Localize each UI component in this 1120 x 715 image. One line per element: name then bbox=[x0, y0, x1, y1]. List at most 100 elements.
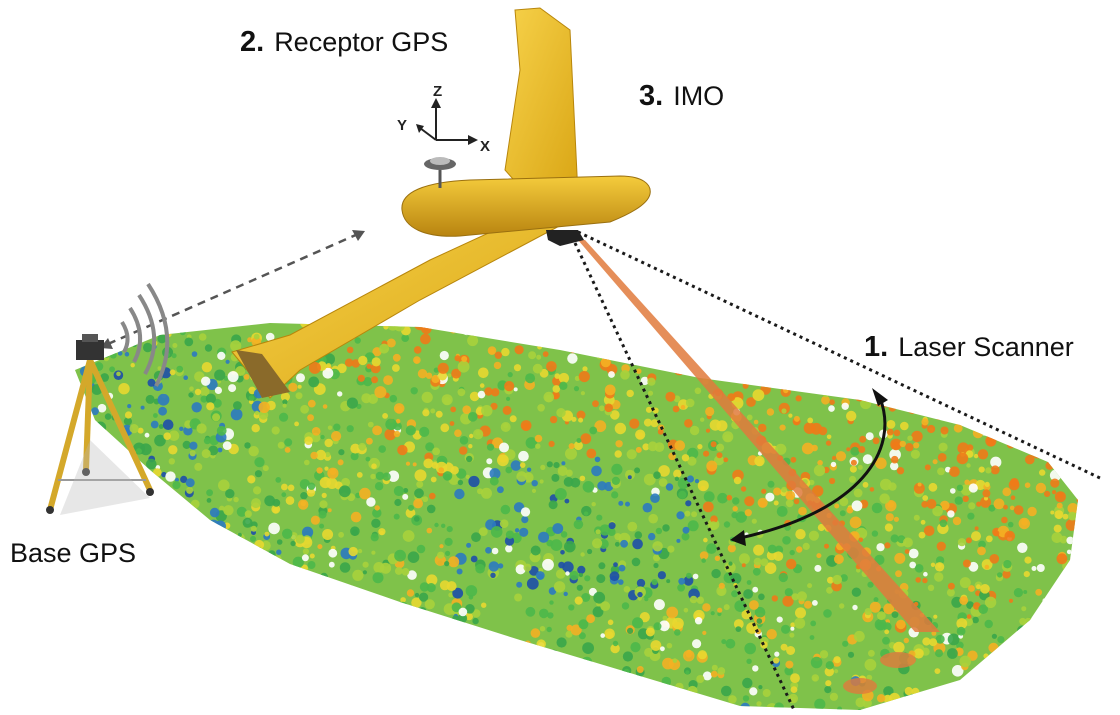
point-cloud-dot bbox=[98, 623, 109, 633]
point-cloud-dot bbox=[89, 570, 100, 581]
point-cloud-dot bbox=[364, 692, 372, 699]
point-cloud-dot bbox=[552, 385, 561, 393]
point-cloud-dot bbox=[576, 584, 583, 591]
point-cloud-dot bbox=[196, 423, 207, 434]
point-cloud-dot bbox=[680, 323, 686, 328]
point-cloud-dot bbox=[766, 408, 775, 416]
point-cloud-dot bbox=[1054, 601, 1062, 609]
point-cloud-dot bbox=[1049, 414, 1058, 423]
point-cloud-dot bbox=[526, 467, 532, 472]
point-cloud-dot bbox=[1027, 506, 1037, 517]
point-cloud-dot bbox=[401, 334, 410, 342]
point-cloud-dot bbox=[590, 705, 602, 710]
point-cloud-dot bbox=[519, 527, 529, 537]
point-cloud-dot bbox=[1052, 375, 1062, 385]
point-cloud-dot bbox=[282, 528, 293, 539]
point-cloud-dot bbox=[1008, 598, 1014, 603]
point-cloud-dot bbox=[678, 490, 687, 499]
point-cloud-dot bbox=[75, 323, 78, 324]
point-cloud-dot bbox=[618, 323, 627, 325]
point-cloud-dot bbox=[696, 596, 704, 604]
point-cloud-dot bbox=[400, 597, 406, 603]
point-cloud-dot bbox=[400, 684, 405, 689]
point-cloud-dot bbox=[735, 511, 747, 523]
point-cloud-dot bbox=[305, 581, 314, 590]
point-cloud-dot bbox=[184, 337, 194, 347]
point-cloud-dot bbox=[529, 566, 539, 576]
point-cloud-dot bbox=[677, 583, 685, 592]
point-cloud-dot bbox=[124, 411, 133, 419]
point-cloud-dot bbox=[107, 520, 118, 531]
point-cloud-dot bbox=[888, 482, 897, 491]
point-cloud-dot bbox=[810, 620, 817, 627]
point-cloud-dot bbox=[176, 582, 187, 593]
point-cloud-dot bbox=[209, 531, 216, 538]
point-cloud-dot bbox=[170, 561, 182, 572]
point-cloud-dot bbox=[323, 353, 335, 365]
point-cloud-dot bbox=[674, 476, 680, 481]
point-cloud-dot bbox=[726, 494, 733, 501]
point-cloud-dot bbox=[461, 356, 468, 362]
point-cloud-dot bbox=[947, 510, 955, 518]
point-cloud-dot bbox=[401, 568, 410, 576]
point-cloud-dot bbox=[804, 600, 812, 609]
point-cloud-dot bbox=[370, 690, 380, 700]
point-cloud-dot bbox=[371, 376, 379, 384]
point-cloud-dot bbox=[520, 420, 532, 431]
point-cloud-dot bbox=[710, 515, 718, 523]
point-cloud-dot bbox=[1023, 571, 1030, 578]
point-cloud-dot bbox=[819, 650, 829, 659]
point-cloud-dot bbox=[365, 681, 373, 689]
point-cloud-dot bbox=[165, 581, 171, 588]
point-cloud-dot bbox=[298, 499, 309, 510]
point-cloud-dot bbox=[702, 501, 714, 513]
point-cloud-dot bbox=[206, 498, 212, 503]
point-cloud-dot bbox=[849, 465, 857, 473]
point-cloud-dot bbox=[691, 354, 697, 360]
point-cloud-dot bbox=[785, 499, 794, 508]
point-cloud-dot bbox=[684, 419, 693, 428]
point-cloud-dot bbox=[97, 514, 102, 519]
point-cloud-dot bbox=[930, 562, 936, 567]
point-cloud-dot bbox=[857, 708, 863, 710]
point-cloud-dot bbox=[324, 466, 329, 471]
point-cloud-dot bbox=[383, 683, 395, 695]
point-cloud-dot bbox=[346, 397, 358, 409]
point-cloud-dot bbox=[383, 324, 389, 330]
point-cloud-dot bbox=[284, 438, 293, 447]
point-cloud-dot bbox=[877, 611, 886, 621]
point-cloud-dot bbox=[774, 702, 784, 710]
point-cloud-dot bbox=[309, 553, 315, 559]
point-cloud-dot bbox=[100, 528, 109, 537]
point-cloud-dot bbox=[956, 618, 968, 629]
point-cloud-dot bbox=[98, 650, 105, 656]
point-cloud-dot bbox=[260, 697, 272, 709]
point-cloud-dot bbox=[307, 482, 316, 490]
point-cloud-dot bbox=[577, 565, 586, 575]
point-cloud-dot bbox=[785, 660, 794, 669]
point-cloud-dot bbox=[570, 477, 581, 488]
point-cloud-dot bbox=[546, 461, 553, 468]
point-cloud-dot bbox=[860, 397, 872, 410]
point-cloud-dot bbox=[592, 400, 599, 408]
point-cloud-dot bbox=[372, 508, 382, 518]
point-cloud-dot bbox=[295, 608, 306, 620]
point-cloud-dot bbox=[376, 618, 386, 629]
point-cloud-dot bbox=[694, 387, 702, 395]
point-cloud-dot bbox=[464, 646, 469, 651]
point-cloud-dot bbox=[978, 540, 986, 549]
point-cloud-dot bbox=[959, 596, 969, 605]
point-cloud-dot bbox=[210, 584, 219, 593]
point-cloud-dot bbox=[549, 600, 554, 605]
point-cloud-dot bbox=[524, 640, 531, 648]
point-cloud-dot bbox=[436, 323, 444, 329]
point-cloud-dot bbox=[980, 584, 990, 594]
point-cloud-dot bbox=[717, 492, 728, 504]
point-cloud-dot bbox=[125, 700, 137, 710]
point-cloud-dot bbox=[171, 353, 177, 359]
point-cloud-dot bbox=[618, 500, 624, 506]
point-cloud-dot bbox=[801, 442, 814, 455]
point-cloud-dot bbox=[982, 489, 991, 498]
point-cloud-dot bbox=[685, 500, 692, 507]
point-cloud-dot bbox=[946, 588, 955, 597]
